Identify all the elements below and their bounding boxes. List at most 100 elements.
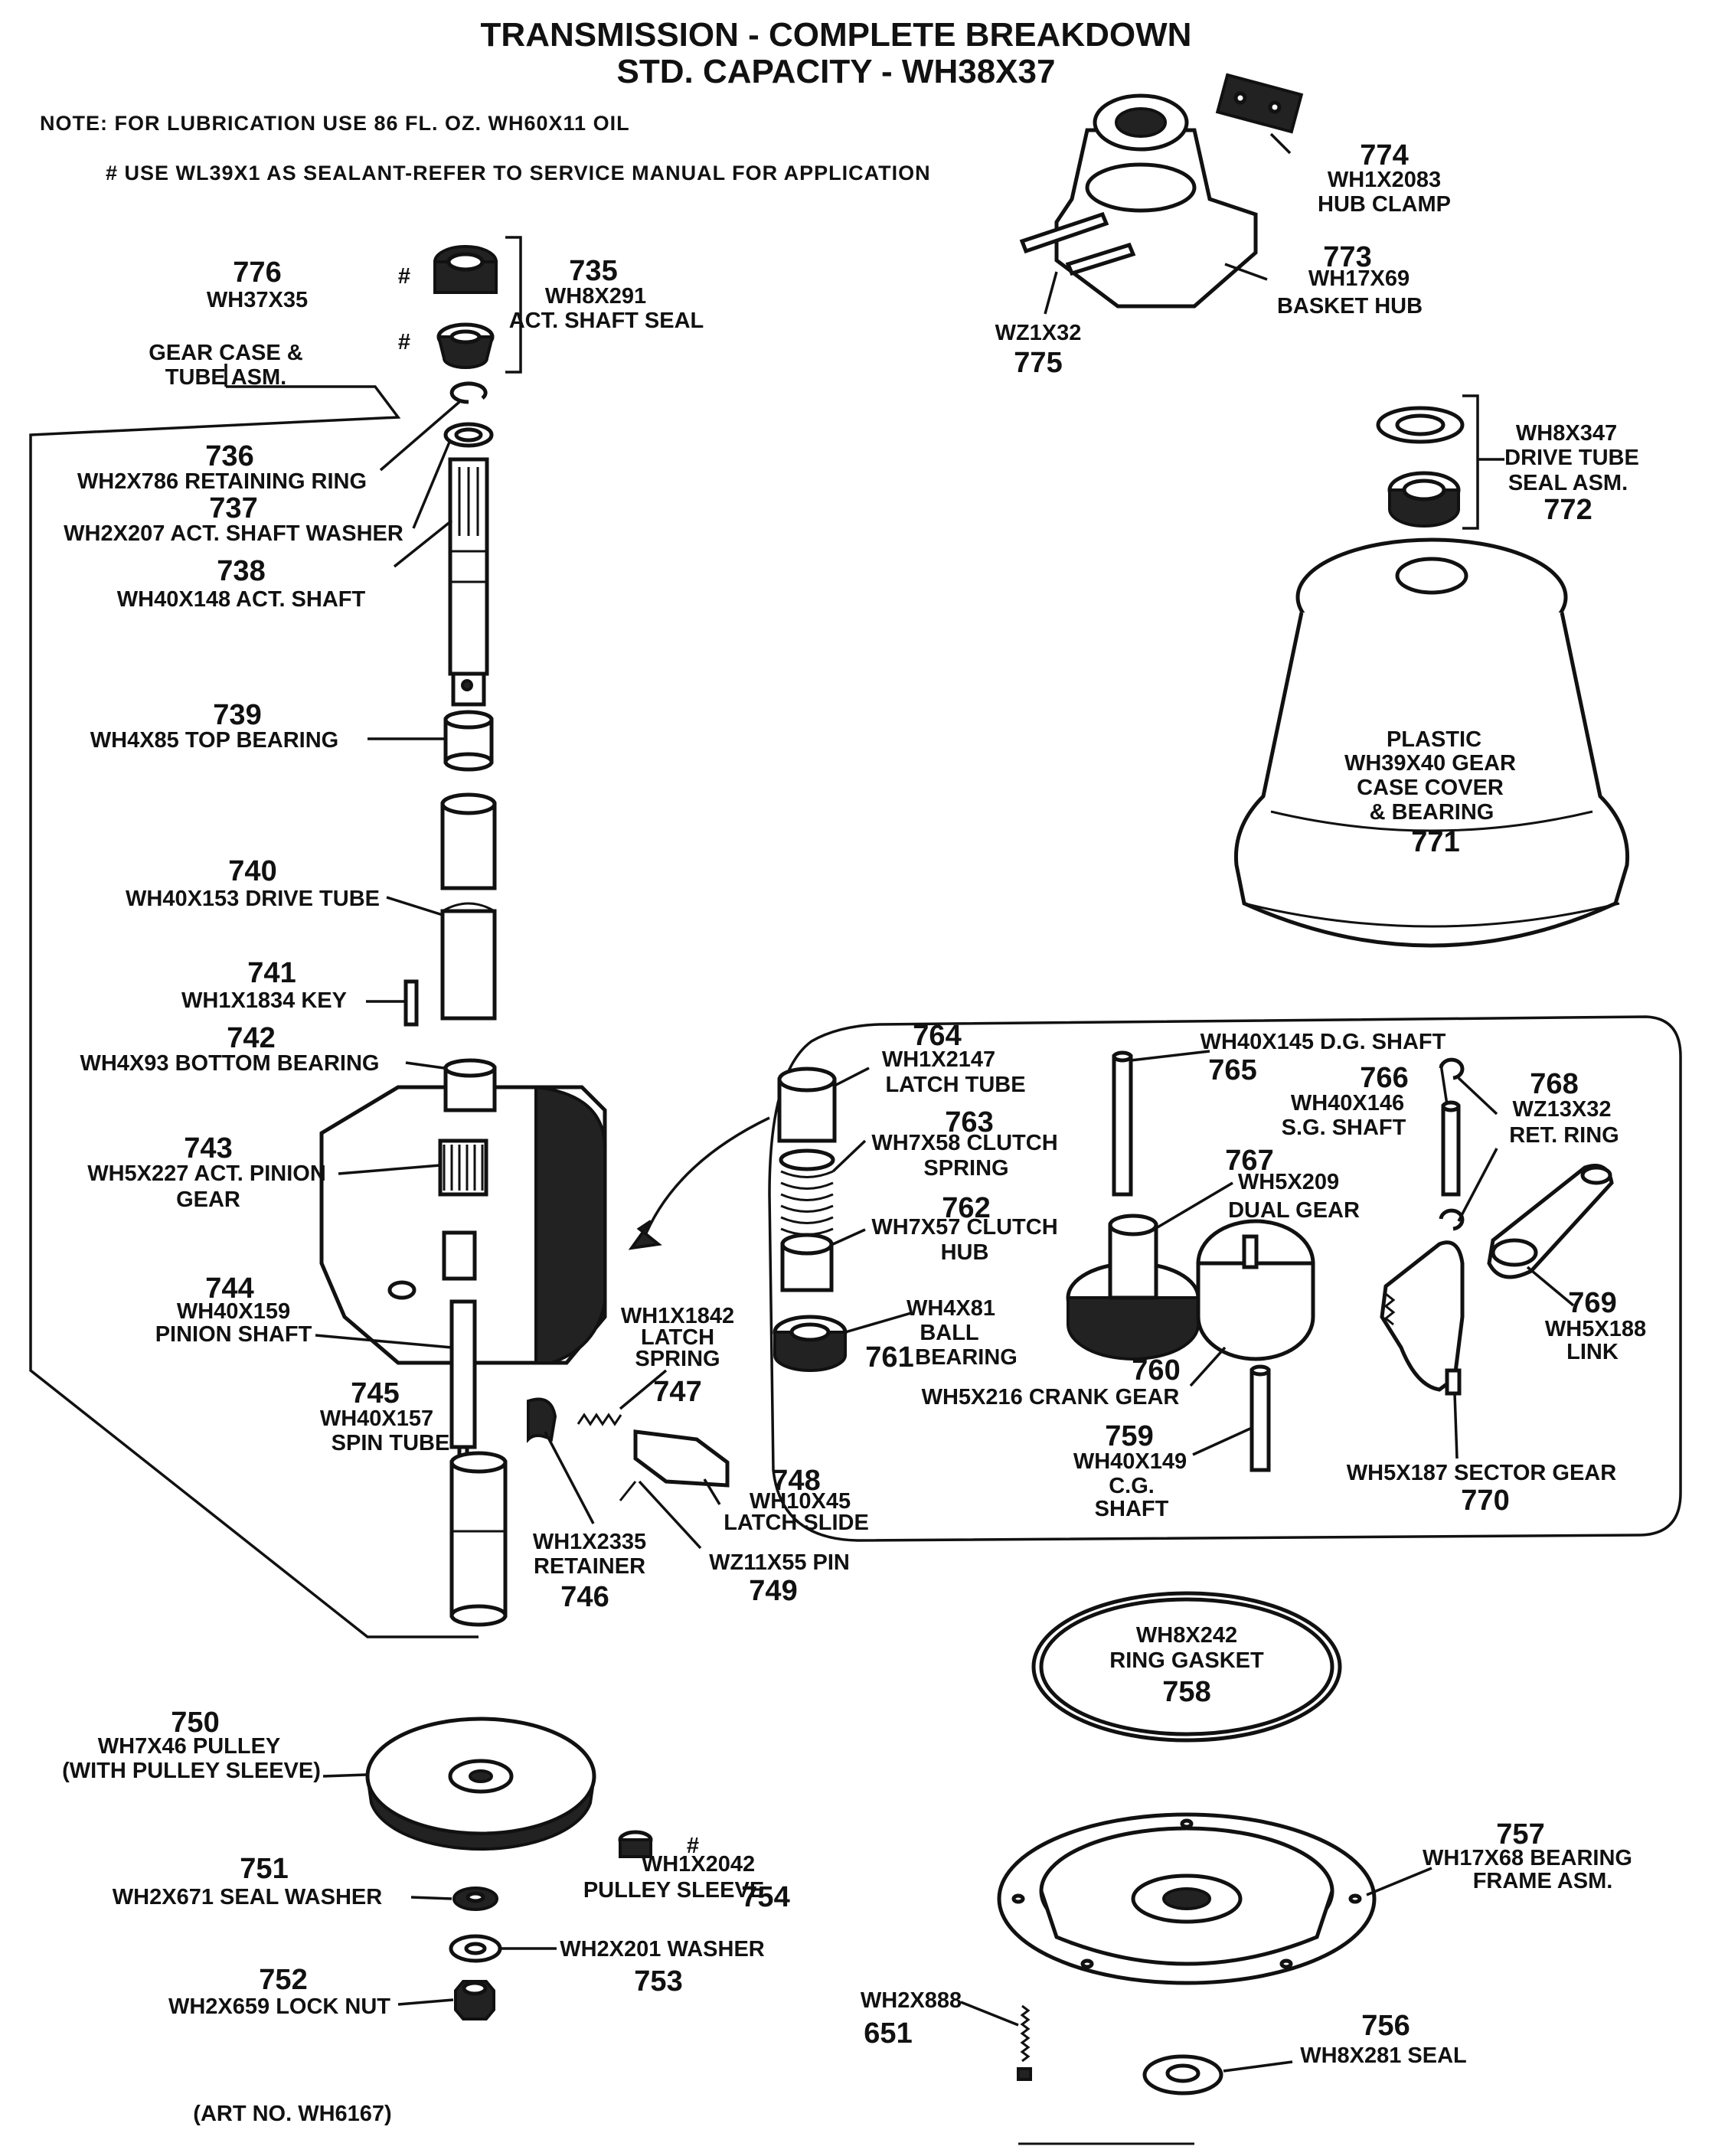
ref-765: 765 [1208, 1054, 1256, 1086]
ref-771: 771 [1411, 826, 1459, 858]
ref-737: 737 [209, 492, 257, 524]
leader-737 [412, 439, 452, 529]
ref-739: 739 [213, 699, 261, 731]
label-760: WH5X216 CRANK GEAR [922, 1385, 1180, 1410]
label-743-b: GEAR [176, 1187, 240, 1212]
ref-754: 754 [741, 1881, 789, 1913]
ref-741: 741 [247, 957, 296, 989]
ref-746: 746 [560, 1581, 609, 1613]
ref-760: 760 [1132, 1354, 1180, 1387]
ref-770: 770 [1461, 1485, 1509, 1517]
label-748-a: WH10X45 [750, 1489, 851, 1514]
label-761-c: BEARING [915, 1345, 1018, 1370]
clutch-spring-icon [779, 1148, 835, 1236]
ref-742: 742 [227, 1022, 275, 1054]
label-757-a: WH17X68 BEARING [1423, 1846, 1632, 1870]
leader-651 [960, 2001, 1019, 2027]
label-775: WZ1X32 [995, 321, 1082, 345]
screw-icon [1017, 2004, 1032, 2081]
lock-nut-icon [454, 1980, 495, 2020]
seal-bracket [505, 236, 522, 374]
label-769-b: LINK [1566, 1340, 1619, 1364]
label-757-b: FRAME ASM. [1473, 1869, 1613, 1893]
sealant-mark: # [398, 264, 410, 289]
ring-gasket-icon [1031, 1591, 1342, 1743]
ref-757: 757 [1496, 1818, 1544, 1851]
leader-769 [1526, 1266, 1575, 1307]
leader-768-b [1457, 1148, 1498, 1222]
label-754-b: PULLEY SLEEVE [583, 1878, 764, 1903]
leader-759 [1192, 1426, 1253, 1456]
label-746-a: WH1X2335 [533, 1530, 646, 1554]
ref-735: 735 [569, 255, 617, 287]
leader-748 [703, 1478, 721, 1505]
ref-775: 775 [1014, 347, 1062, 379]
latch-parts-icon [527, 1397, 730, 1501]
label-764-a: WH1X2147 [882, 1047, 995, 1072]
sealant-mark: # [398, 330, 410, 354]
sealant-mark: # [687, 1834, 699, 1858]
gear-train-group-outline [768, 1015, 1682, 1542]
label-767-a: WH5X209 [1238, 1170, 1339, 1194]
ref-774: 774 [1360, 139, 1408, 172]
label-771-a: PLASTIC [1387, 727, 1481, 752]
label-773-b: BASKET HUB [1277, 294, 1423, 318]
leader-749 [638, 1480, 702, 1550]
leader-757 [1366, 1867, 1432, 1896]
label-770: WH5X187 SECTOR GEAR [1347, 1461, 1616, 1485]
label-746-b: RETAINER [534, 1554, 645, 1579]
drive-tube-icon [403, 792, 497, 1027]
ref-751: 751 [240, 1853, 288, 1885]
seal-washer-icon [452, 1886, 498, 1911]
label-739: WH4X85 TOP BEARING [90, 728, 338, 753]
leader-774 [1269, 132, 1292, 155]
leader-742 [405, 1061, 445, 1070]
leader-747 [619, 1369, 668, 1410]
leader-750 [322, 1773, 367, 1778]
latch-tube-icon [777, 1067, 837, 1143]
label-753: WH2X201 WASHER [560, 1937, 765, 1962]
label-750-b: (WITH PULLEY SLEEVE) [62, 1759, 321, 1783]
leader-752 [397, 1998, 454, 2006]
label-771-d: & BEARING [1370, 800, 1494, 825]
basket-hub-icon [1019, 73, 1304, 309]
label-763-b: SPRING [923, 1156, 1008, 1181]
ref-758: 758 [1162, 1676, 1210, 1708]
label-759-a: WH40X149 [1073, 1449, 1187, 1474]
dual-gear-icon [1066, 1214, 1200, 1361]
label-747-b: LATCH [641, 1325, 714, 1350]
leader-775 [1044, 271, 1058, 315]
spin-tube-icon [449, 1451, 508, 1627]
leader-765 [1130, 1050, 1210, 1062]
label-772-a: WH8X347 [1516, 421, 1617, 446]
leader-740 [386, 896, 443, 916]
leader-770 [1453, 1393, 1459, 1459]
leader-763 [831, 1139, 867, 1173]
label-744-a: WH40X159 [177, 1299, 290, 1324]
label-745-a: WH40X157 [320, 1406, 433, 1431]
ref-752: 752 [259, 1964, 307, 1996]
gear-case-icon [319, 1058, 607, 1468]
ref-769: 769 [1568, 1287, 1616, 1319]
label-758-a: WH8X242 [1136, 1623, 1237, 1648]
ref-759: 759 [1105, 1420, 1153, 1452]
leader-760 [1189, 1346, 1227, 1387]
leader-764 [834, 1067, 870, 1087]
label-766-a: WH40X146 [1291, 1091, 1404, 1116]
gear-case-label-1: GEAR CASE & [149, 341, 302, 365]
leader-744 [315, 1334, 452, 1349]
label-761-b: BALL [920, 1321, 978, 1345]
title-line-2: STD. CAPACITY - WH38X37 [617, 53, 1056, 90]
label-737: WH2X207 ACT. SHAFT WASHER [64, 521, 403, 546]
ref-750: 750 [171, 1707, 219, 1739]
label-773-a: WH17X69 [1308, 266, 1410, 291]
pulley-sleeve-icon [618, 1830, 653, 1858]
label-771-c: CASE COVER [1357, 776, 1504, 800]
leader-738 [393, 519, 453, 568]
sector-gear-icon [1380, 1240, 1465, 1396]
leader-736 [379, 400, 461, 472]
ref-766: 766 [1360, 1062, 1408, 1094]
label-740: WH40X153 DRIVE TUBE [126, 887, 380, 911]
label-766-b: S.G. SHAFT [1282, 1116, 1406, 1140]
